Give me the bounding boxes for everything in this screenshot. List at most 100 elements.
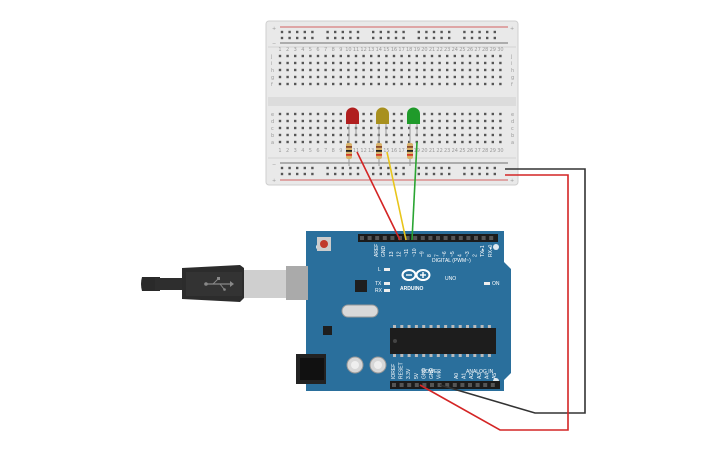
breadboard-hole[interactable] xyxy=(377,61,380,65)
rail-hole[interactable] xyxy=(470,36,474,40)
breadboard-hole[interactable] xyxy=(499,112,502,116)
reset-button[interactable] xyxy=(317,237,331,251)
rail-hole[interactable] xyxy=(417,36,420,40)
led-yellow[interactable] xyxy=(376,107,389,137)
breadboard-hole[interactable] xyxy=(370,61,373,65)
breadboard-hole[interactable] xyxy=(316,133,320,137)
breadboard-hole[interactable] xyxy=(316,140,320,144)
rail-hole[interactable] xyxy=(311,166,314,170)
rail-hole[interactable] xyxy=(341,30,344,34)
breadboard-hole[interactable] xyxy=(354,75,358,79)
rail-hole[interactable] xyxy=(349,172,352,176)
breadboard-hole[interactable] xyxy=(453,119,456,123)
breadboard-hole[interactable] xyxy=(423,140,426,144)
breadboard-hole[interactable] xyxy=(332,133,335,137)
breadboard-hole[interactable] xyxy=(370,126,373,130)
header-pin[interactable] xyxy=(458,236,463,240)
rail-hole[interactable] xyxy=(417,172,420,176)
breadboard-hole[interactable] xyxy=(430,126,434,130)
rail-hole[interactable] xyxy=(493,172,496,176)
breadboard-hole[interactable] xyxy=(362,133,365,137)
breadboard-hole[interactable] xyxy=(316,75,320,79)
breadboard-hole[interactable] xyxy=(370,133,373,137)
breadboard-hole[interactable] xyxy=(438,140,441,144)
breadboard-hole[interactable] xyxy=(430,112,434,116)
header-pin[interactable] xyxy=(451,236,456,240)
breadboard-hole[interactable] xyxy=(453,112,456,116)
rail-hole[interactable] xyxy=(463,166,466,170)
rail-hole[interactable] xyxy=(379,172,382,176)
breadboard-hole[interactable] xyxy=(484,112,487,116)
breadboard-hole[interactable] xyxy=(408,82,411,86)
breadboard-hole[interactable] xyxy=(286,54,289,58)
breadboard-hole[interactable] xyxy=(370,140,373,144)
rail-hole[interactable] xyxy=(394,172,398,176)
header-pin[interactable] xyxy=(428,236,433,240)
breadboard-hole[interactable] xyxy=(408,140,411,144)
rail-hole[interactable] xyxy=(470,166,474,170)
breadboard-hole[interactable] xyxy=(430,82,434,86)
breadboard-hole[interactable] xyxy=(423,75,426,79)
breadboard-hole[interactable] xyxy=(476,75,479,79)
breadboard-hole[interactable] xyxy=(461,61,464,65)
rail-hole[interactable] xyxy=(417,166,420,170)
breadboard-hole[interactable] xyxy=(400,61,403,65)
breadboard-hole[interactable] xyxy=(370,54,373,58)
header-pin[interactable] xyxy=(475,383,480,387)
breadboard-hole[interactable] xyxy=(324,140,327,144)
rail-hole[interactable] xyxy=(425,36,428,40)
rail-hole[interactable] xyxy=(372,172,375,176)
breadboard-hole[interactable] xyxy=(423,68,426,72)
breadboard-hole[interactable] xyxy=(301,68,304,72)
header-pin[interactable] xyxy=(443,236,448,240)
breadboard-hole[interactable] xyxy=(278,140,282,144)
breadboard-hole[interactable] xyxy=(400,82,403,86)
rail-hole[interactable] xyxy=(303,36,306,40)
breadboard-hole[interactable] xyxy=(301,75,304,79)
breadboard-hole[interactable] xyxy=(400,133,403,137)
breadboard-hole[interactable] xyxy=(446,75,449,79)
breadboard-hole[interactable] xyxy=(324,119,327,123)
rail-hole[interactable] xyxy=(288,166,291,170)
rail-hole[interactable] xyxy=(440,172,443,176)
breadboard-hole[interactable] xyxy=(377,68,380,72)
rail-hole[interactable] xyxy=(387,172,390,176)
breadboard-hole[interactable] xyxy=(309,140,312,144)
breadboard-hole[interactable] xyxy=(294,119,297,123)
breadboard-hole[interactable] xyxy=(400,119,403,123)
rail-hole[interactable] xyxy=(448,166,451,170)
resistor-green-led[interactable] xyxy=(407,136,413,166)
breadboard-hole[interactable] xyxy=(430,54,434,58)
rail-hole[interactable] xyxy=(486,30,489,34)
breadboard-hole[interactable] xyxy=(491,54,494,58)
breadboard-hole[interactable] xyxy=(476,140,479,144)
breadboard-hole[interactable] xyxy=(354,82,358,86)
header-pin[interactable] xyxy=(407,383,412,387)
breadboard-hole[interactable] xyxy=(408,133,411,137)
breadboard-hole[interactable] xyxy=(354,54,358,58)
breadboard-hole[interactable] xyxy=(408,75,411,79)
rail-hole[interactable] xyxy=(425,172,428,176)
breadboard-hole[interactable] xyxy=(430,61,434,65)
breadboard-hole[interactable] xyxy=(438,126,441,130)
rail-hole[interactable] xyxy=(334,172,337,176)
breadboard-hole[interactable] xyxy=(438,119,441,123)
rail-hole[interactable] xyxy=(470,30,474,34)
breadboard-hole[interactable] xyxy=(438,133,441,137)
breadboard-hole[interactable] xyxy=(339,140,342,144)
breadboard-hole[interactable] xyxy=(309,54,312,58)
breadboard-hole[interactable] xyxy=(491,75,494,79)
breadboard-hole[interactable] xyxy=(362,112,365,116)
breadboard-hole[interactable] xyxy=(461,112,464,116)
breadboard-hole[interactable] xyxy=(499,75,502,79)
breadboard-hole[interactable] xyxy=(430,140,434,144)
rail-hole[interactable] xyxy=(280,30,284,34)
breadboard-hole[interactable] xyxy=(301,140,304,144)
rail-hole[interactable] xyxy=(394,36,398,40)
breadboard-hole[interactable] xyxy=(484,140,487,144)
rail-hole[interactable] xyxy=(288,30,291,34)
breadboard-hole[interactable] xyxy=(423,133,426,137)
breadboard-hole[interactable] xyxy=(468,126,472,130)
breadboard-hole[interactable] xyxy=(430,68,434,72)
breadboard-hole[interactable] xyxy=(377,75,380,79)
